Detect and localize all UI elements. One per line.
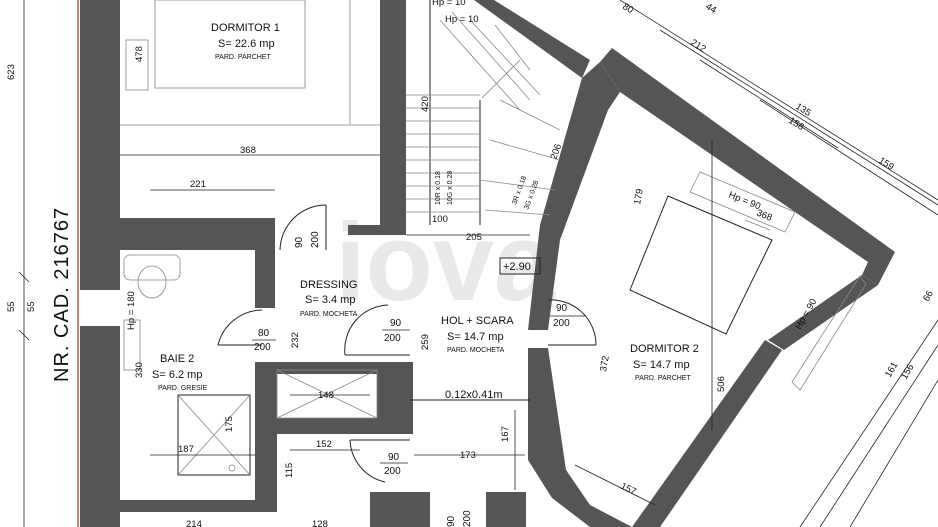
dim-55b: 55 xyxy=(26,301,37,312)
door-baie-height: 200 xyxy=(254,342,271,353)
dressing-area: S= 3.4 mp xyxy=(305,294,355,306)
dim-115: 115 xyxy=(284,463,295,478)
dim-420: 420 xyxy=(420,96,431,112)
cadastral-number: NR. CAD. 216767 xyxy=(51,207,73,382)
stair-label-1: 10R x 0.18 xyxy=(435,171,442,205)
hp-10b: Hp = 10 xyxy=(445,14,479,25)
dormitor2-name: DORMITOR 2 xyxy=(630,343,699,355)
baie2-floor: PARD. GRESIE xyxy=(158,385,208,392)
dim-159: 159 xyxy=(876,155,895,173)
dim-128: 128 xyxy=(312,519,328,527)
door-dormitor-2[interactable]: 90 200 xyxy=(547,299,597,346)
dim-368b: 368 xyxy=(755,208,774,224)
dormitor1-name: DORMITOR 1 xyxy=(211,22,280,34)
door-bottom-width: 90 xyxy=(388,452,400,463)
door-dressing-height: 200 xyxy=(310,231,321,248)
door-dorm2-height: 200 xyxy=(553,318,570,329)
dim-135: 135 xyxy=(793,101,812,119)
dormitor1-floor: PARD. PARCHET xyxy=(215,54,271,61)
room-hol-scara: +2.90 HOL + SCARA S= 14.7 mp PARD. MOCHE… xyxy=(410,257,541,490)
dim-148: 148 xyxy=(318,390,334,401)
dim-175: 175 xyxy=(224,416,235,432)
dim-212: 212 xyxy=(688,37,707,55)
dim-80-top: 80 xyxy=(620,1,635,16)
dim-330: 330 xyxy=(134,362,145,378)
baie2-name: BAIE 2 xyxy=(160,353,194,365)
top-right-dimensions: 80 44 212 135 156 159 xyxy=(619,0,938,216)
walls xyxy=(80,0,895,527)
door-edge-width: 90 xyxy=(446,515,457,527)
door-dorm2-width: 90 xyxy=(556,303,568,314)
dim-179: 179 xyxy=(632,188,646,206)
door-edge[interactable]: 90 200 xyxy=(446,510,473,527)
dim-206: 206 xyxy=(548,142,564,161)
door-dressing[interactable]: 90 200 xyxy=(279,204,327,251)
dim-205: 205 xyxy=(466,232,482,243)
door-edge-height: 200 xyxy=(462,510,473,527)
dim-156b: 156 xyxy=(899,362,916,381)
svg-text:iova: iova xyxy=(335,201,556,324)
door-hol-height: 200 xyxy=(384,333,401,344)
watermark: iova xyxy=(335,201,556,324)
left-dimension-line: 623 55 55 xyxy=(6,0,37,527)
stairs: Hp = 10 Hp = 10 420 10R x 0.18 10G x 0.2… xyxy=(406,0,564,243)
dim-55a: 55 xyxy=(6,301,17,312)
baie2-area: S= 6.2 mp xyxy=(152,369,202,381)
dim-156a: 156 xyxy=(786,115,805,133)
dim-152: 152 xyxy=(316,439,332,450)
door-baie-width: 80 xyxy=(258,328,270,339)
door-hol[interactable]: 90 200 xyxy=(344,304,410,356)
door-dressing-width: 90 xyxy=(294,236,305,248)
dim-232: 232 xyxy=(290,332,301,348)
dim-187: 187 xyxy=(178,444,194,455)
dormitor2-area: S= 14.7 mp xyxy=(633,359,690,371)
hol-name: HOL + SCARA xyxy=(441,315,514,327)
window-note: 0.12x0.41m xyxy=(445,389,502,401)
hol-floor: PARD. MOCHETA xyxy=(447,347,505,354)
room-baie-2: Hp = 180 330 BAIE 2 S= 6.2 mp PARD. GRES… xyxy=(123,254,255,527)
dormitor1-area: S= 22.6 mp xyxy=(218,38,275,50)
dim-506: 506 xyxy=(716,376,727,392)
dim-259: 259 xyxy=(420,334,431,350)
dormitor2-floor: PARD. PARCHET xyxy=(635,375,691,382)
hol-area: S= 14.7 mp xyxy=(447,331,504,343)
door-hol-width: 90 xyxy=(390,318,402,329)
dim-368a: 368 xyxy=(240,145,256,156)
dim-161: 161 xyxy=(883,360,900,379)
hp-180: Hp = 180 xyxy=(126,291,137,330)
dim-44: 44 xyxy=(703,1,718,16)
hp-10a: Hp = 10 xyxy=(432,0,466,8)
dim-478: 478 xyxy=(134,46,145,62)
door-bottom-height: 200 xyxy=(384,466,401,477)
dim-623: 623 xyxy=(6,64,17,80)
level-mark: +2.90 xyxy=(503,261,531,273)
room-dormitor-1: DORMITOR 1 S= 22.6 mp PARD. PARCHET 478 … xyxy=(120,0,380,191)
dim-167: 167 xyxy=(500,426,511,442)
dim-66: 66 xyxy=(921,289,936,304)
hp-90a: Hp = 90 xyxy=(727,190,762,213)
door-bottom[interactable]: 90 200 xyxy=(349,439,410,483)
stair-label-2: 10G x 0.28 xyxy=(447,171,454,205)
bottom-right-dimensions: 161 156 66 xyxy=(799,289,938,527)
dim-221: 221 xyxy=(190,179,206,190)
room-dressing: DRESSING S= 3.4 mp PARD. MOCHETA 232 148… xyxy=(276,279,378,527)
dim-214: 214 xyxy=(186,519,202,527)
dim-100: 100 xyxy=(432,214,448,225)
dim-372: 372 xyxy=(598,355,612,373)
dim-173: 173 xyxy=(460,450,476,461)
door-baie[interactable]: 80 200 xyxy=(217,309,276,353)
dressing-name: DRESSING xyxy=(300,279,357,291)
dressing-floor: PARD. MOCHETA xyxy=(300,311,358,318)
